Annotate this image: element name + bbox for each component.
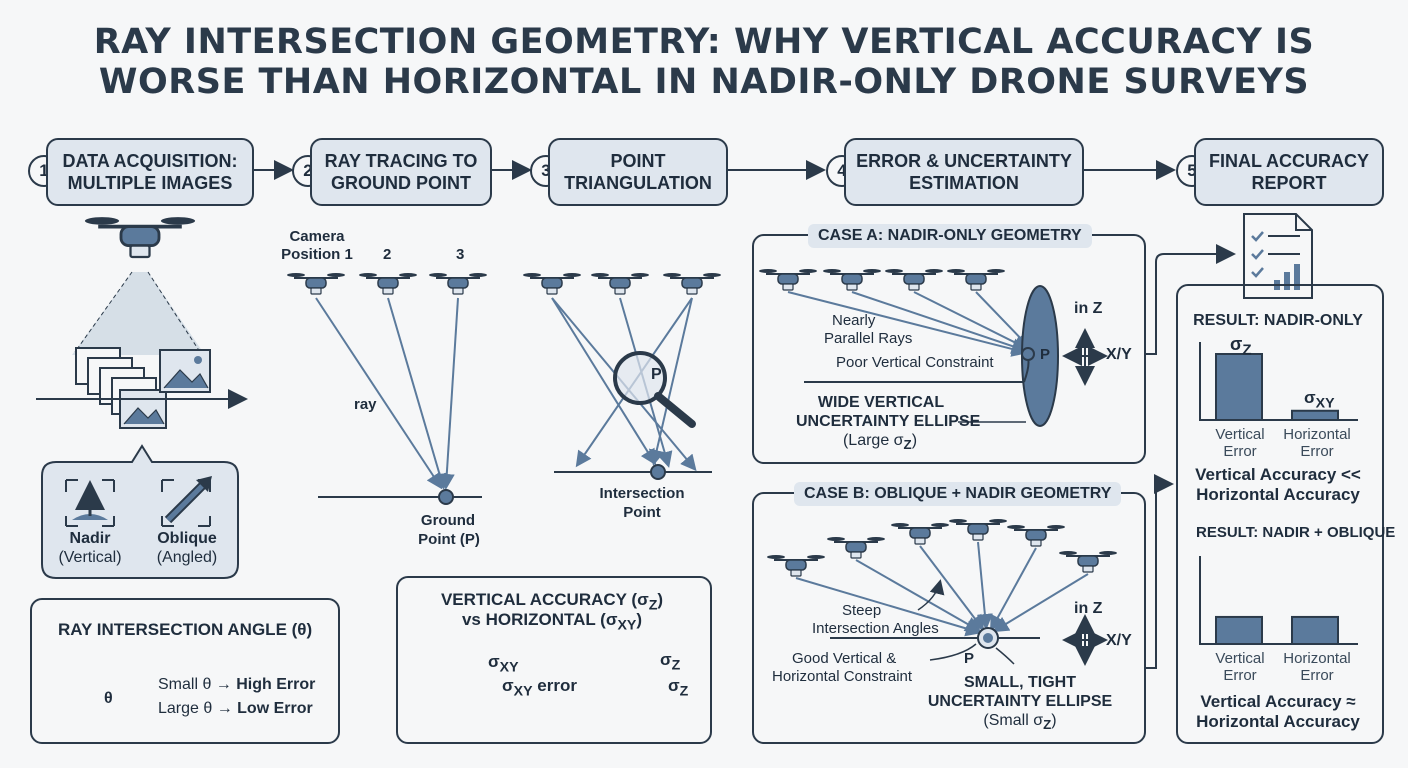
camera-label: Camera: [289, 228, 345, 245]
result-nadir-title: RESULT: NADIR-ONLY: [1193, 312, 1363, 329]
image-stack-icon: [36, 347, 248, 429]
oblique-label: Oblique: [157, 530, 217, 547]
page-title-line2: WORSE THAN HORIZONTAL IN NADIR-ONLY DRON…: [98, 62, 1310, 102]
bar-label-sigma-xy: σXY: [1304, 388, 1335, 412]
chart-b-horizontal-label: Horizontal: [1283, 650, 1351, 667]
accuracy-title-line1: VERTICAL ACCURACY (σZ): [440, 590, 664, 614]
ray-angle-title: RAY INTERSECTION ANGLE (θ): [58, 620, 313, 639]
case-a-nearly: Nearly: [832, 312, 876, 329]
case-b-small-line2: UNCERTAINTY ELLIPSE: [927, 693, 1113, 710]
theta-label: θ: [104, 690, 113, 707]
camera-position-3: 3: [456, 246, 465, 263]
case-a-parallel-rays: Parallel Rays: [824, 330, 913, 347]
case-b-tag: CASE B: OBLIQUE + NADIR GEOMETRY: [794, 482, 1122, 506]
camera-position-1: Position 1: [281, 246, 353, 263]
case-a-in-z: in Z: [1074, 300, 1103, 317]
case-a-diagram: [758, 268, 1108, 427]
chart-a-bar-horizontal: [1291, 409, 1339, 422]
ray-tracing-diagram: [286, 272, 488, 505]
chart-b-vertical-label: Vertical: [1215, 650, 1265, 667]
small-theta-rule: Small θ → High Error: [158, 676, 316, 693]
case-a-xy: X/Y: [1106, 346, 1132, 363]
accuracy-comparison-panel: [396, 576, 712, 744]
large-theta-rule: Large θ → Low Error: [158, 700, 313, 717]
ground-point-label: Ground: [420, 512, 476, 529]
conclusion-b-line2: Horizontal Accuracy: [1196, 712, 1360, 731]
case-b-small-sigma: (Small σZ): [983, 712, 1057, 733]
case-b-small-line1: SMALL, TIGHT: [964, 674, 1076, 691]
accuracy-title-line2: vs HORIZONTAL (σXY): [461, 610, 643, 634]
case-a-poor-constraint: Poor Vertical Constraint: [836, 354, 994, 371]
chart-a-horizontal-label: Horizontal: [1283, 426, 1351, 443]
case-b-p-label: P: [964, 650, 975, 667]
sigma-z-label: σZ: [668, 676, 689, 700]
report-connector: [1144, 244, 1236, 669]
case-b-in-z: in Z: [1074, 600, 1103, 617]
capture-mode-callout: [41, 444, 239, 579]
ground-point-label-2: Point (P): [418, 531, 480, 548]
sigma-z-label-top: σZ: [660, 650, 681, 674]
step-data-acquisition: DATA ACQUISITION:MULTIPLE IMAGES: [46, 138, 254, 206]
page-title: RAY INTERSECTION GEOMETRY: WHY VERTICAL …: [93, 22, 1315, 62]
case-a-wide-line2: UNCERTAINTY ELLIPSE: [796, 413, 981, 430]
sigma-xy-error-label: σXY error: [502, 676, 577, 700]
result-oblique-title: RESULT: NADIR + OBLIQUE: [1196, 524, 1396, 541]
conclusion-a-line2: Horizontal Accuracy: [1196, 485, 1360, 504]
chart-b-bar-vertical: [1215, 615, 1263, 646]
magnifier-icon: [613, 351, 667, 405]
oblique-sublabel: (Angled): [156, 549, 218, 566]
case-b-steep: Steep: [842, 602, 882, 619]
case-b-xy: X/Y: [1106, 632, 1132, 649]
camera-position-2: 2: [383, 246, 392, 263]
case-a-tag: CASE A: NADIR-ONLY GEOMETRY: [808, 224, 1092, 248]
report-panel: [1176, 284, 1384, 744]
ray-label: ray: [354, 396, 377, 413]
chart-b-vertical-error: Error: [1223, 667, 1257, 684]
intersection-point-label-2: Point: [623, 504, 661, 521]
case-b-good-2: Horizontal Constraint: [772, 668, 913, 685]
acquisition-drone-icon: [72, 215, 205, 355]
case-a-wide-line1: WIDE VERTICAL: [817, 394, 945, 411]
nadir-icon: [65, 479, 115, 527]
triangulation-p-label: P: [651, 366, 662, 383]
chart-b-horizontal-error: Error: [1300, 667, 1334, 684]
chart-a-horizontal-error: Error: [1300, 443, 1334, 460]
nadir-label: Nadir: [69, 530, 111, 547]
oblique-icon: [161, 476, 212, 527]
conclusion-a-line1: Vertical Accuracy <<: [1195, 465, 1361, 484]
intersection-point-label: Intersection: [599, 485, 685, 502]
chart-a-vertical-label: Vertical: [1215, 426, 1265, 443]
sigma-xy-label-top: σXY: [488, 652, 519, 676]
chart-b-bar-horizontal: [1291, 615, 1339, 646]
case-b-steep-2: Intersection Angles: [812, 620, 939, 637]
case-a-large-sigma: (Large σZ): [842, 432, 918, 453]
chart-a-bar-vertical: [1215, 353, 1263, 421]
nadir-sublabel: (Vertical): [58, 549, 122, 566]
bar-label-sigma-z: σZ: [1230, 334, 1252, 359]
conclusion-b-line1: Vertical Accuracy ≈: [1200, 692, 1356, 711]
case-a-p-label: P: [1040, 346, 1051, 363]
ray-angle-panel: [30, 598, 340, 744]
case-b-diagram: [766, 518, 1118, 666]
case-b-good: Good Vertical &: [792, 650, 897, 667]
chart-a-vertical-error: Error: [1223, 443, 1257, 460]
triangulation-diagram: [522, 272, 722, 480]
